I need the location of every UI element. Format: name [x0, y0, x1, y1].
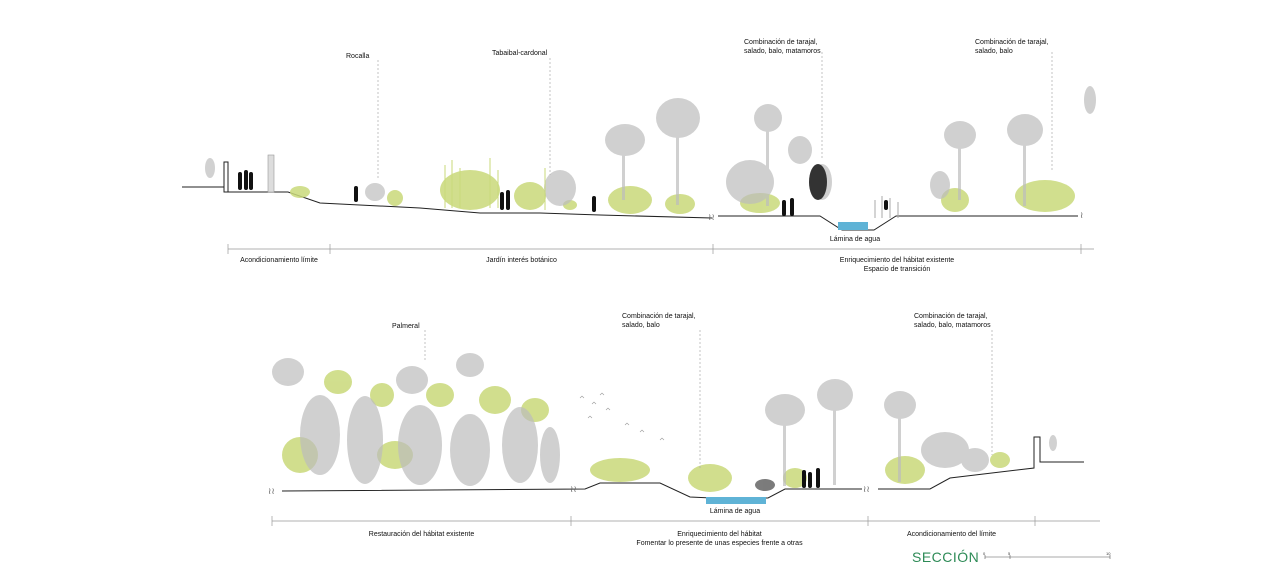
birds	[579, 392, 665, 441]
break-mark: ≀≀	[708, 212, 715, 222]
zone-label-acondicionamiento: Acondicionamiento límite	[240, 257, 318, 264]
reeds-grey-1	[874, 196, 899, 218]
plant-label-tabaibal: Tabaibal-cardonal	[492, 50, 548, 57]
zone-label-jardin: Jardín interés botánico	[486, 257, 557, 264]
plant-label-tarajal-2: Combinación de tarajal, salado, balo	[975, 39, 1049, 55]
plant-label-rocalla: Rocalla	[346, 53, 370, 60]
scale-tick-5: 5	[1008, 551, 1011, 556]
plant-label-tarajal-3: Combinación de tarajal, salado, balo	[622, 313, 696, 329]
zone-label-enriquecimiento: Enriquecimiento del hábitat existente Es…	[839, 257, 955, 273]
leader-lines-1	[377, 52, 1053, 178]
zone-line-2	[271, 516, 1100, 526]
zone-line-1	[227, 244, 1094, 254]
water-label-1: Lámina de agua	[829, 236, 881, 243]
scale-bar	[984, 555, 1111, 559]
ground-line-1b	[718, 215, 1078, 231]
vegetation-grey-2	[272, 353, 1057, 491]
water-1	[838, 222, 868, 230]
scale-tick-0: 0	[983, 551, 986, 556]
plant-label-tarajal-4: Combinación de tarajal, salado, balo, ma…	[914, 313, 991, 329]
zone-label-restauracion: Restauración del hábitat existente	[368, 531, 475, 538]
zone-label-acondicionamiento-2: Acondicionamiento del límite	[906, 531, 997, 538]
wall-1	[223, 161, 229, 193]
vegetation-green-1	[290, 170, 1075, 214]
water-label-2: Lámina de agua	[709, 508, 761, 515]
section-title: SECCIÓN	[912, 549, 980, 565]
reeds-1	[444, 158, 546, 210]
break-mark: ≀≀	[570, 484, 577, 494]
zone-label-enriquecimiento-2: Enriquecimiento del hábitat Fomentar lo …	[636, 531, 803, 547]
scale-tick-10: 10	[1106, 551, 1111, 556]
ground-line-2	[281, 482, 862, 499]
column-1	[267, 154, 275, 193]
leader-lines-2	[424, 330, 993, 468]
break-mark: ≀	[1080, 210, 1083, 220]
people-2	[802, 468, 820, 488]
plant-label-tarajal-1: Combinación de tarajal, salado, balo, ma…	[744, 39, 821, 55]
ground-line-2b	[878, 436, 1084, 490]
people-1	[238, 164, 888, 216]
break-mark: ≀≀	[863, 484, 870, 494]
break-mark: ≀≀	[268, 486, 275, 496]
vegetation-grey-1	[205, 86, 1096, 206]
water-2	[706, 497, 766, 504]
plant-label-palmeral: Palmeral	[392, 323, 420, 330]
